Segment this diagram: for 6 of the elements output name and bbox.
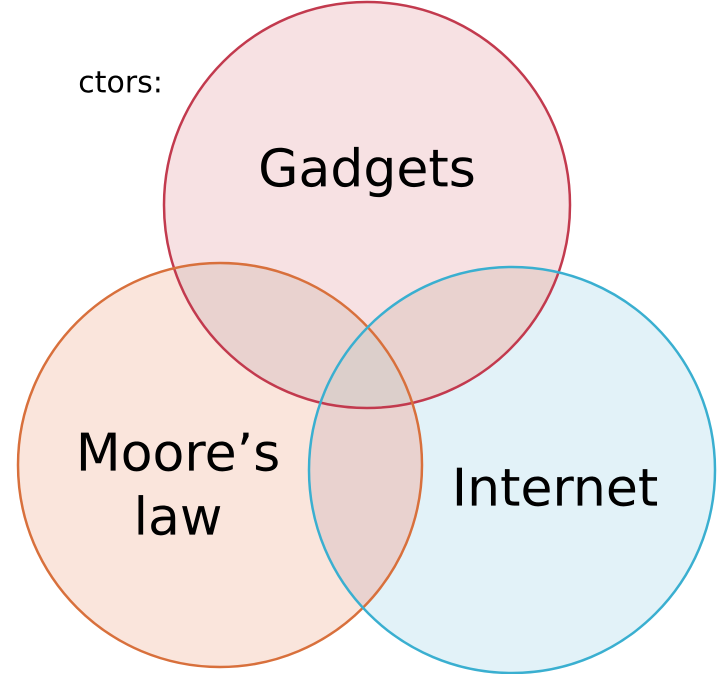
venn-circle <box>16 262 424 668</box>
circle-label: Moore’s law <box>80 432 278 536</box>
venn-circle <box>308 266 716 674</box>
circle-label: Internet <box>456 468 658 506</box>
circle-label: Gadgets <box>261 146 474 198</box>
venn-circle <box>162 0 572 410</box>
